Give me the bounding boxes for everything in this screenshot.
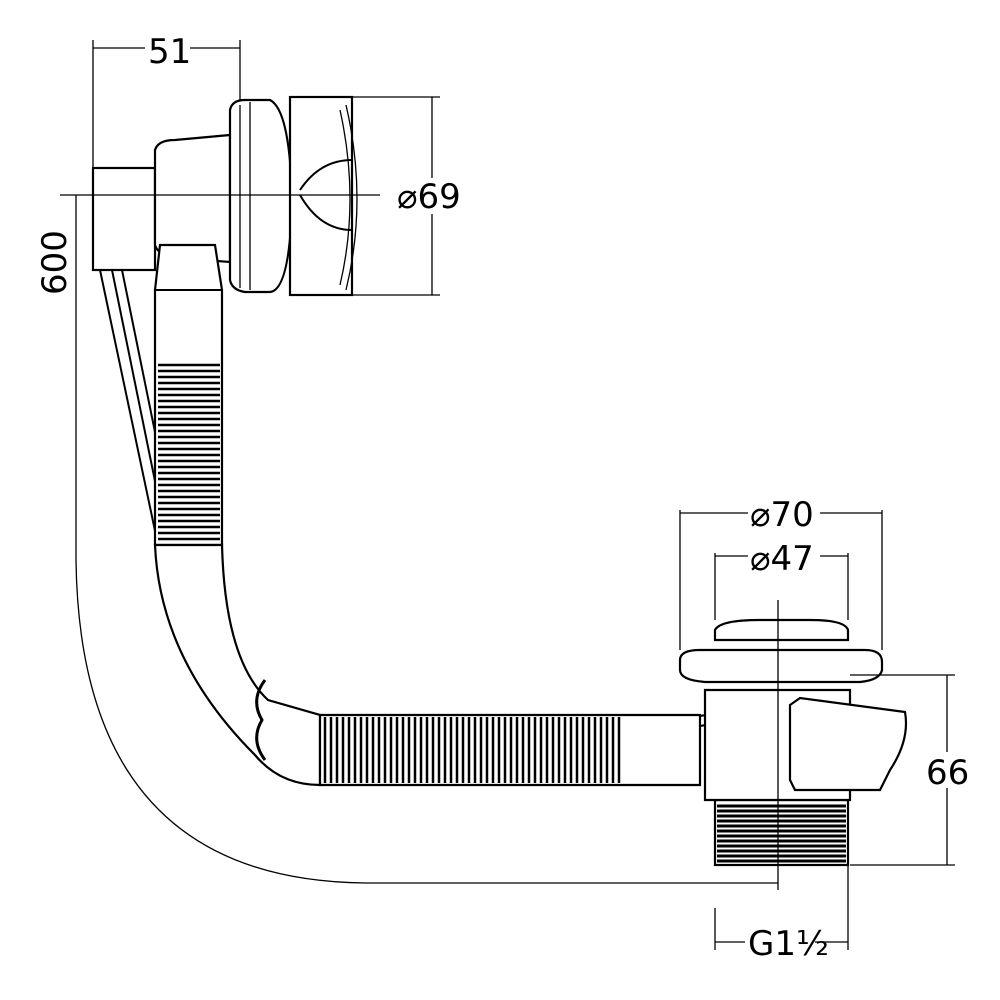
dim-47-label: ⌀47 (750, 539, 814, 579)
waste-valve (678, 600, 908, 890)
overflow-head (60, 95, 380, 297)
thread-g1-half-label: G1½ (748, 924, 829, 964)
vertical-corrugated-hose (153, 243, 224, 547)
horizontal-corrugated-hose (318, 713, 702, 787)
dim-66-label: 66 (926, 753, 969, 793)
dim-600-label: 600 (35, 230, 75, 295)
dim-70-label: ⌀70 (750, 495, 814, 535)
dim-51-label: 51 (148, 32, 191, 72)
elbow-pipe (153, 543, 322, 787)
dim-69-label: ⌀69 (397, 177, 461, 217)
